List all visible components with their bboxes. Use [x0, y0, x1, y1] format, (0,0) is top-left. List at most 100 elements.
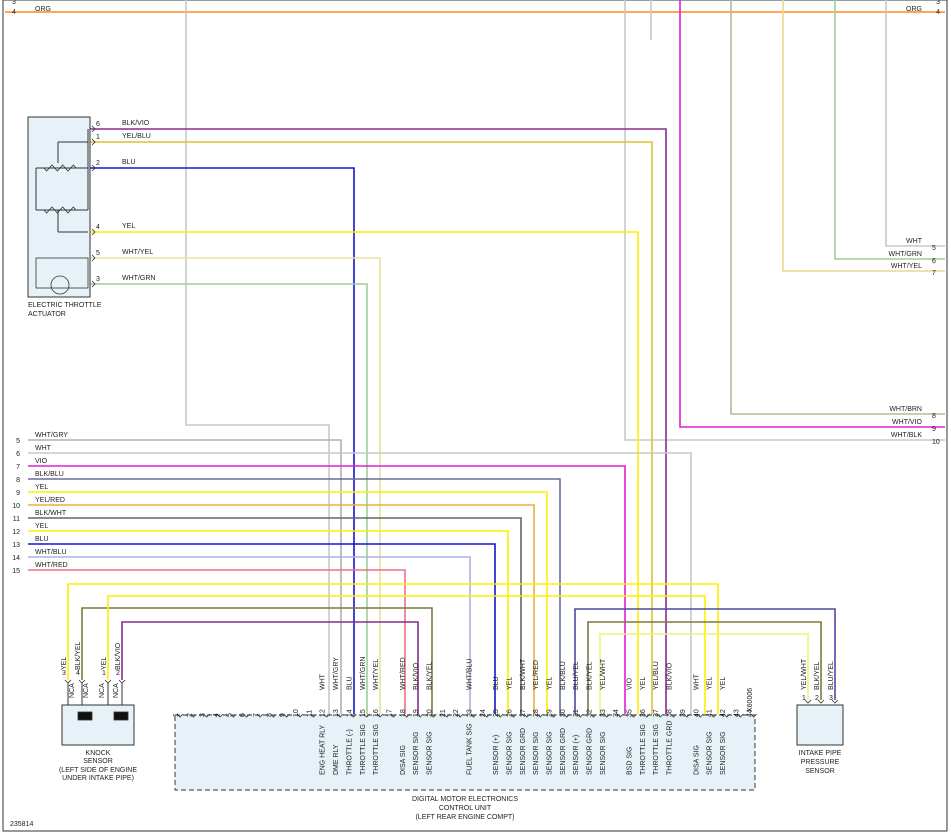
- dme-pin-number: 19: [413, 709, 420, 717]
- connector-tick: [656, 713, 664, 718]
- dme-ref-code: X60006: [747, 688, 754, 712]
- knock-location: (LEFT SIDE OF ENGINE: [59, 767, 137, 774]
- dme-pin-function: SENSOR SIG: [533, 731, 540, 775]
- right-lower-pin: 10: [932, 439, 940, 446]
- wire-ipps-blk-yel-2: [587, 621, 822, 714]
- dme-pin-wire-label: BLK/YEL: [587, 661, 594, 690]
- knock-wire-label: YEL: [61, 657, 68, 670]
- dme-pin-wire-label: BLK/VIO: [413, 662, 420, 690]
- dme-pin-number: 14: [346, 709, 353, 717]
- wire-left-15: [28, 569, 406, 714]
- left-wire-label: YEL: [35, 484, 48, 491]
- dme-pin-function: DISA SIG: [693, 745, 700, 775]
- right-lower-wire-label: WHT/VIO: [892, 419, 922, 426]
- connector-tick: [750, 713, 757, 718]
- dme-control-unit-box: [174, 714, 756, 791]
- wire-left-11: [28, 517, 522, 714]
- knock-pin: 1: [102, 670, 106, 677]
- dme-pin-function: THROTTLE (-): [346, 729, 353, 775]
- dme-pin-number: 42: [720, 709, 727, 717]
- connector-tick: [831, 699, 839, 704]
- connector-tick: [336, 713, 344, 718]
- dme-pin-function: SENSOR (+): [493, 735, 500, 775]
- left-wire-label: WHT/GRY: [35, 432, 68, 439]
- wire-ipps-yel-wht-1: [599, 633, 809, 714]
- dme-pin-number: 21: [440, 709, 447, 717]
- dme-pin-number: 3: [200, 713, 207, 717]
- throttle-wire-label: BLK/VIO: [122, 120, 150, 127]
- wire-yel-throttle-4: [90, 231, 639, 714]
- top-org-right-pin: 4: [936, 9, 940, 16]
- connector-tick: [91, 280, 96, 288]
- left-wire-label: VIO: [35, 458, 48, 465]
- dme-pin-number: 40: [693, 709, 700, 717]
- left-wire-pin: 7: [16, 464, 20, 471]
- dme-pin-number: 4: [213, 713, 220, 717]
- dme-pin-number: 41: [707, 709, 714, 717]
- dme-pin-function: SENSOR SIG: [600, 731, 607, 775]
- dme-pin-number: 15: [360, 709, 367, 717]
- throttle-pin-6: 6: [96, 121, 100, 128]
- wire-left-7: [28, 465, 626, 714]
- left-wire-label: BLU: [35, 536, 49, 543]
- wire-left-9: [28, 491, 548, 714]
- ipps-wire-label: BLU/YEL: [828, 661, 835, 690]
- ipps-pin: 1: [802, 695, 806, 702]
- connector-tick: [230, 713, 237, 718]
- throttle-name: ELECTRIC THROTTLE: [28, 302, 102, 309]
- top-org-left-label: ORG: [35, 6, 51, 13]
- connector-tick: [216, 713, 224, 718]
- connector-tick: [283, 713, 291, 718]
- dme-pin-function: BSD SIG: [627, 747, 634, 775]
- connector-tick: [310, 713, 317, 718]
- figure-id: 235814: [10, 821, 33, 828]
- connector-tick: [523, 713, 531, 718]
- connector-tick: [270, 713, 277, 718]
- wire-wht-blk-right-10: [624, 0, 945, 441]
- left-wire-pin: 12: [12, 529, 20, 536]
- connector-tick: [630, 713, 637, 718]
- left-wire-pin: 6: [16, 451, 20, 458]
- connector-tick: [563, 713, 571, 718]
- dme-pin-number: 33: [600, 709, 607, 717]
- wire-yel-blu-throttle-1: [90, 141, 653, 714]
- wire-wht-yel-throttle-5: [90, 257, 381, 714]
- knock-sensor-box: [61, 704, 135, 746]
- left-wire-pin: 14: [12, 555, 20, 562]
- wire-wht-brn-right-8: [730, 0, 945, 415]
- right-upper-wire-label: WHT/GRN: [889, 251, 922, 258]
- left-wire-label: WHT/BLU: [35, 549, 67, 556]
- connector-tick: [576, 713, 584, 718]
- wire-wht-yel-right-7: [782, 0, 945, 272]
- right-upper-wire-label: WHT: [906, 238, 923, 245]
- connector-tick: [683, 713, 691, 718]
- connector-tick: [91, 138, 96, 146]
- wire-left-5: [28, 439, 342, 714]
- connector-tick: [483, 713, 491, 718]
- connector-tick: [590, 713, 597, 718]
- dme-pin-function: SENSOR (+): [573, 735, 580, 775]
- throttle-motor-frame: [35, 257, 89, 289]
- dme-pin-number: 32: [587, 709, 594, 717]
- dme-pin-number: 38: [667, 709, 674, 717]
- dme-pin-wire-label: YEL: [707, 677, 714, 690]
- dme-pin-wire-label: YEL: [547, 677, 554, 690]
- knock-nca-label: NCA: [83, 683, 90, 698]
- dme-pin-wire-label: YEL/RED: [533, 660, 540, 690]
- dme-pin-wire-label: BLK/BLU: [560, 661, 567, 690]
- dme-pin-wire-label: WHT/BLU: [466, 659, 473, 691]
- right-lower-wire-label: WHT/BRN: [889, 406, 922, 413]
- connector-tick: [203, 713, 210, 718]
- wire-layer: [5, 0, 945, 714]
- dme-pin-wire-label: BLU: [346, 676, 353, 690]
- intake-pressure-sensor-box: [796, 704, 844, 746]
- knock-nca-label: NCA: [113, 683, 120, 698]
- dme-pin-function: SENSOR SIG: [507, 731, 514, 775]
- dme-pin-wire-label: WHT/GRN: [360, 657, 367, 690]
- dme-pin-number: 2: [186, 713, 193, 717]
- knock-pin: 3: [62, 670, 66, 677]
- dme-name-2: CONTROL UNIT: [439, 805, 492, 812]
- ipps-pin: 3: [829, 695, 833, 702]
